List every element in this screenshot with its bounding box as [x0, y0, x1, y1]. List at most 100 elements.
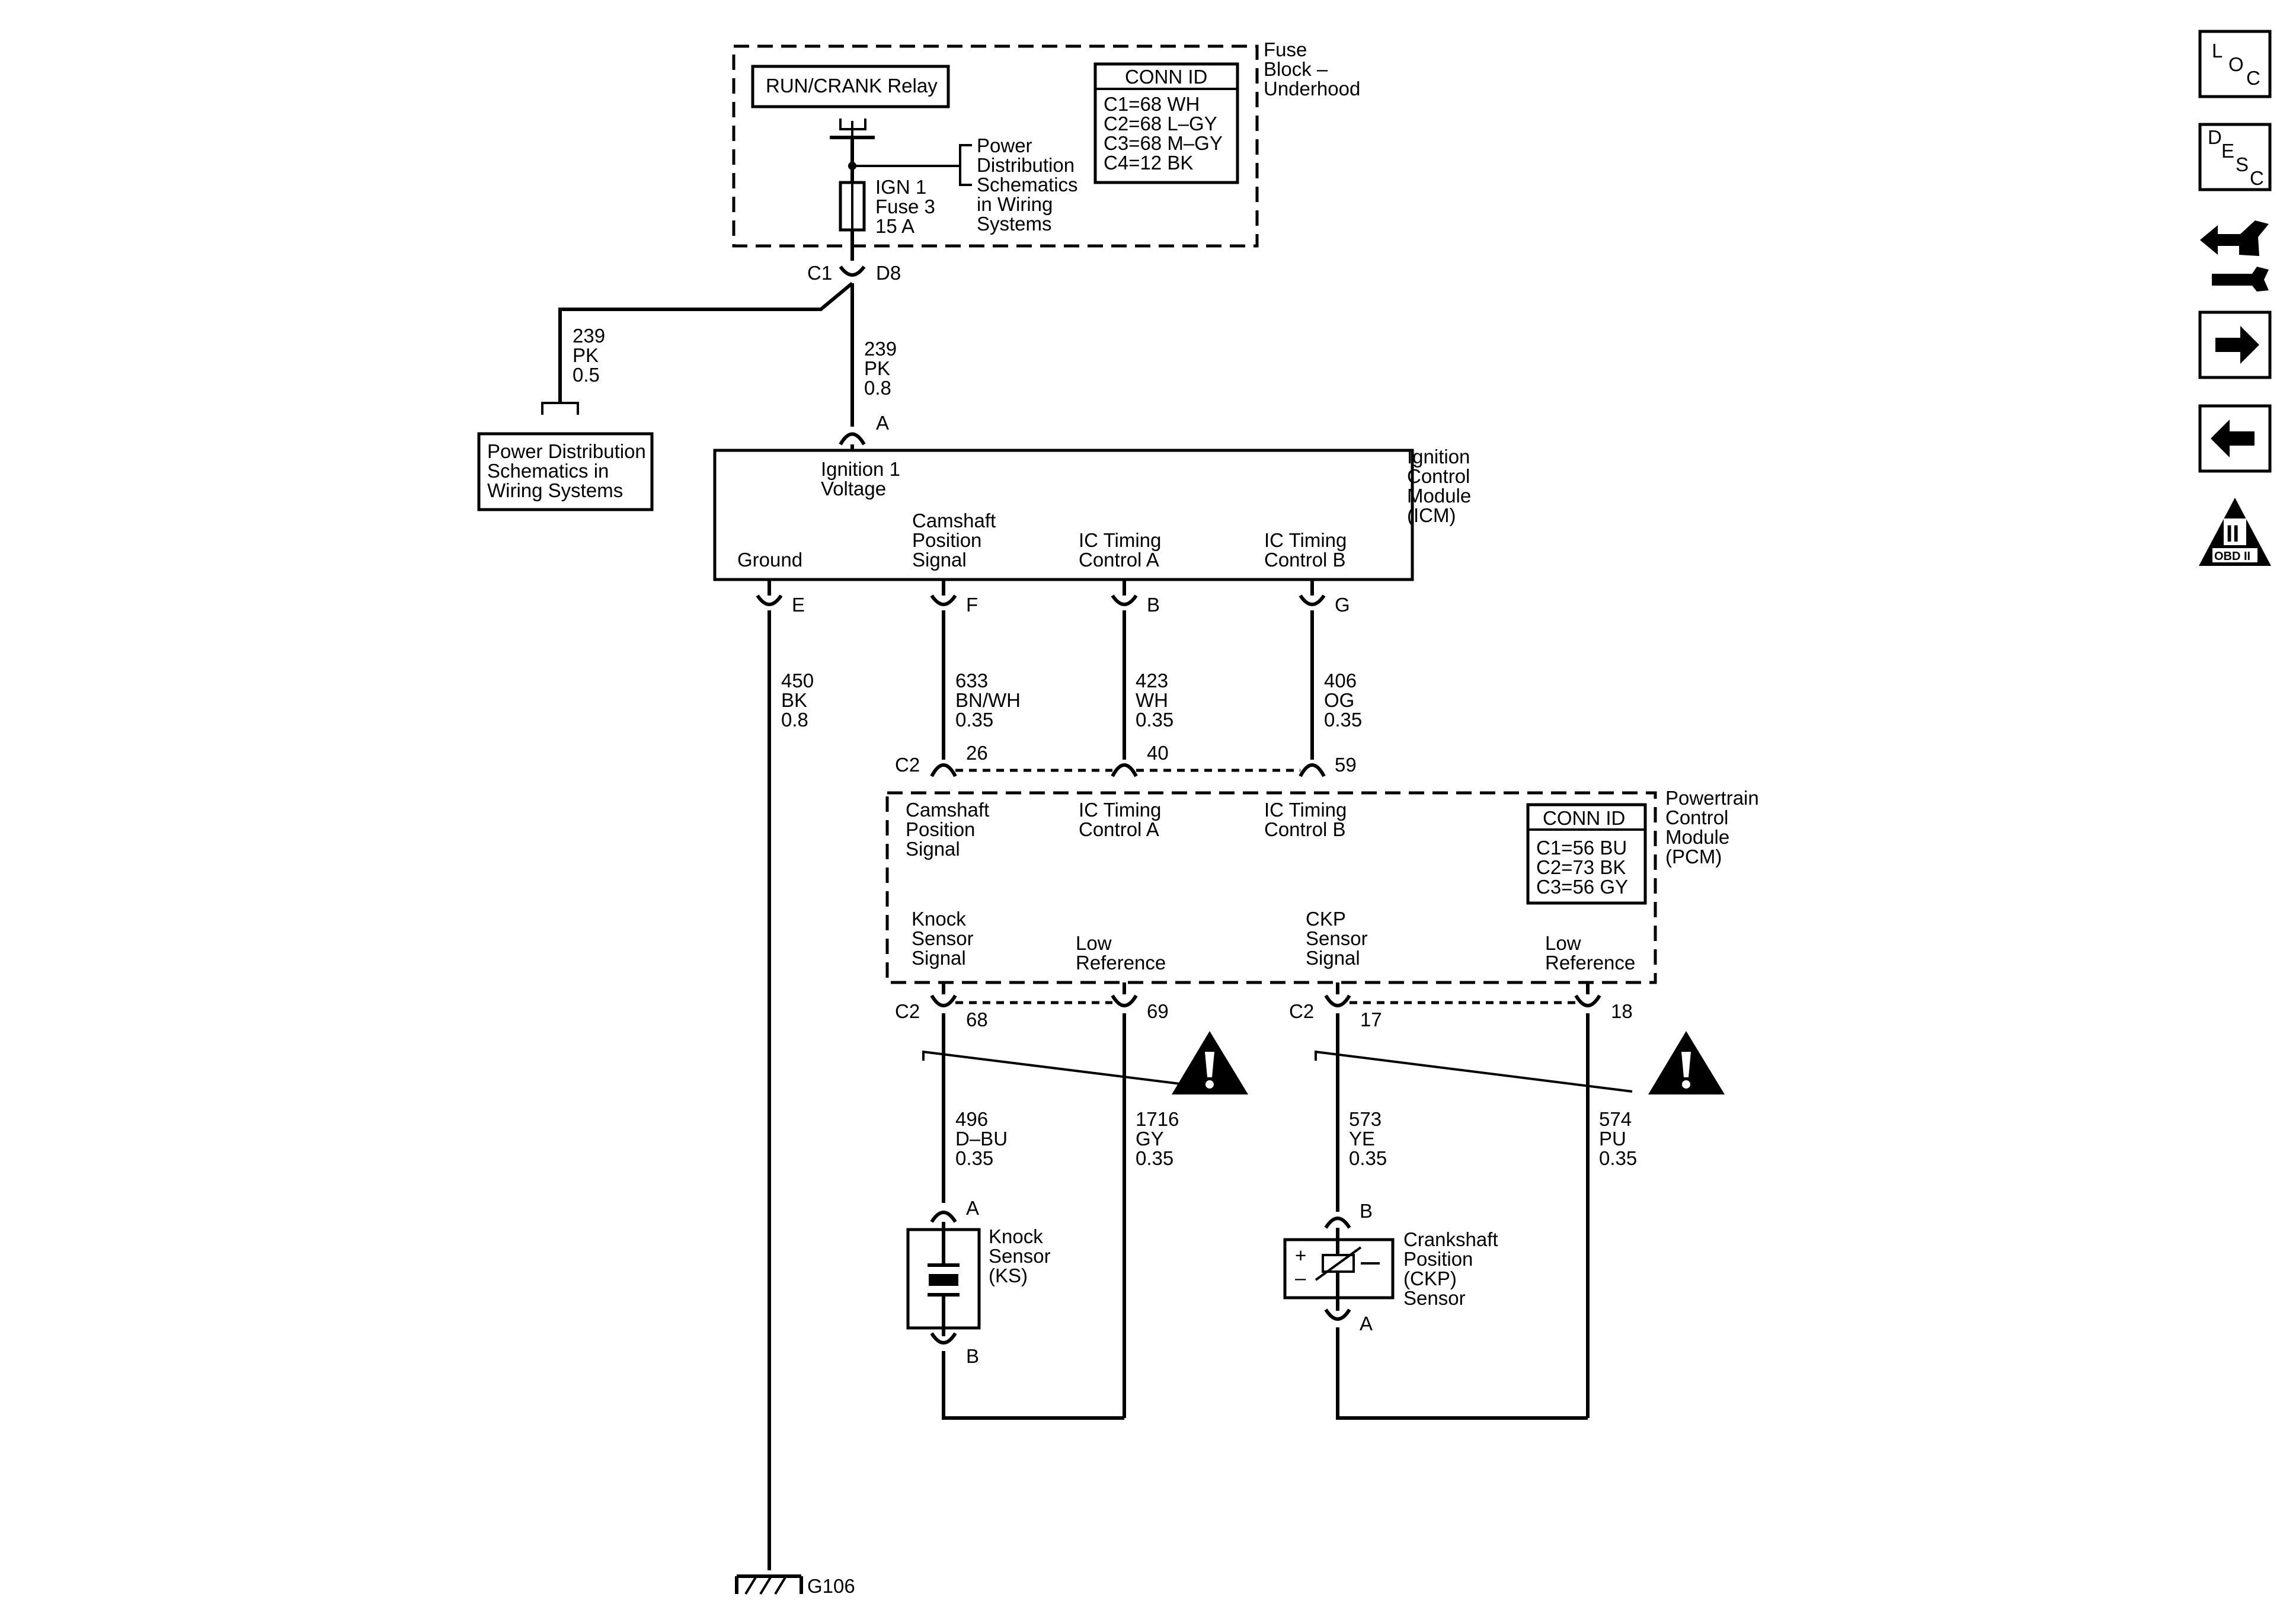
wire-406-1: 406 [1324, 670, 1357, 692]
obd-ii-icon[interactable]: II OBD II [2199, 498, 2271, 566]
pd-ref-4: in Wiring [977, 193, 1053, 215]
wire-573-1: 573 [1349, 1108, 1382, 1130]
icm-pin-a: A [876, 412, 889, 434]
fuse-conn-id-table [1093, 62, 1239, 184]
wire-450-3: 0.8 [781, 709, 808, 731]
icm-cam-label-2: Position [912, 529, 981, 551]
fuse-block-title-3: Underhood [1264, 78, 1360, 100]
fuse-block-title-1: Fuse [1264, 39, 1307, 60]
pcm-pin-59: 59 [1335, 754, 1357, 776]
wire-239-b-2: PK [864, 357, 890, 379]
warning-icon [1648, 1031, 1725, 1094]
wire-423-2: WH [1136, 689, 1168, 711]
wire-239-b-1: 239 [864, 338, 897, 360]
pcm-c2-top: C2 [895, 754, 920, 776]
relay-label: RUN/CRANK Relay [766, 75, 938, 97]
pcm-knock-3: Signal [912, 947, 966, 969]
wire-633-2: BN/WH [955, 689, 1021, 711]
pcm-pin-18: 18 [1611, 1000, 1633, 1022]
ks-label-1: Knock [989, 1225, 1043, 1247]
desc-e: E [2221, 140, 2234, 162]
pd-box-3: Wiring Systems [487, 479, 623, 501]
wire-633-1: 633 [955, 670, 988, 692]
knock-sensor-circuit: 496 D–BU 0.35 1716 GY 0.35 A B Knock Sen… [906, 1013, 1248, 1420]
pcm-low2-1: Low [1545, 932, 1581, 954]
run-crank-relay [751, 65, 950, 108]
icm-ica-label-2: Control A [1079, 549, 1159, 571]
wire-633-3: 0.35 [955, 709, 993, 731]
icm-ica-label-1: IC Timing [1079, 529, 1161, 551]
wire-574-2: PU [1599, 1128, 1626, 1150]
pcm-low1-1: Low [1076, 932, 1112, 954]
wire-496-2: D–BU [955, 1128, 1008, 1150]
pcm-conn-id-row: C2=73 BK [1536, 856, 1626, 878]
ckp-label-1: Crankshaft [1403, 1228, 1498, 1250]
desc-c: C [2250, 167, 2264, 189]
pd-box-1: Power Distribution [487, 440, 646, 462]
icm-pin-e: E [792, 594, 805, 616]
pd-ref-2: Distribution [977, 154, 1075, 176]
fuse-conn-id-row: C2=68 L–GY [1104, 113, 1217, 135]
powertrain-control-module: Powertrain Control Module (PCM) Camshaft… [885, 787, 1759, 984]
obd-ii-label: OBD II [2214, 550, 2250, 563]
fuse-block-title-2: Block – [1264, 58, 1328, 80]
pd-ref-1: Power [977, 135, 1032, 156]
ckp-pin-b: B [1360, 1200, 1373, 1222]
ckp-plus: + [1295, 1244, 1306, 1266]
wire-574-3: 0.35 [1599, 1147, 1637, 1169]
desc-s: S [2236, 153, 2249, 175]
fuse-conn-id-row: C1=68 WH [1104, 93, 1200, 115]
icm-ign-label-1: Ignition 1 [821, 458, 900, 480]
desc-d: D [2208, 126, 2222, 148]
pcm-pin-69: 69 [1147, 1000, 1169, 1022]
pcm-bottom-connectors: C2 C2 68 69 17 18 [895, 982, 1633, 1030]
icm-ground-label: Ground [737, 549, 802, 571]
fuse-conn-id-row: C3=68 M–GY [1104, 132, 1223, 154]
icm-cam-label-3: Signal [912, 549, 967, 571]
connector-wrench-icon[interactable] [2200, 220, 2269, 292]
pcm-icb-1: IC Timing [1264, 799, 1347, 821]
icm-pin-f: F [966, 594, 978, 616]
previous-arrow-icon[interactable] [2198, 404, 2272, 473]
pcm-title-3: Module [1665, 826, 1729, 848]
pcm-c2-bottom-a: C2 [895, 1000, 920, 1022]
wire-573-3: 0.35 [1349, 1147, 1387, 1169]
pd-box-2: Schematics in [487, 460, 609, 482]
fuse-conn-id-header: CONN ID [1125, 66, 1207, 88]
pcm-pin-17: 17 [1360, 1009, 1382, 1030]
icm-icb-label-1: IC Timing [1264, 529, 1347, 551]
pcm-title-2: Control [1665, 806, 1728, 828]
ignition-control-module: Ignition Control Module (ICM) Ignition 1… [713, 446, 1471, 581]
icm-ign-label-2: Voltage [821, 478, 886, 500]
pcm-pin-68: 68 [966, 1009, 988, 1030]
pcm-conn-id-row: C1=56 BU [1536, 837, 1627, 859]
wire-239-a-2: PK [573, 344, 599, 366]
ks-label-2: Sensor [989, 1245, 1051, 1267]
loc-l: L [2212, 40, 2223, 62]
ckp-pin-a: A [1360, 1313, 1373, 1334]
wire-450-1: 450 [781, 670, 814, 692]
ckp-label-4: Sensor [1403, 1287, 1466, 1309]
pcm-ckp-3: Signal [1306, 947, 1360, 969]
pcm-knock-2: Sensor [912, 927, 974, 949]
fuse-label-2: Fuse 3 [875, 196, 935, 217]
fuse-block-underhood: Fuse Block – Underhood RUN/CRANK Relay P… [732, 39, 1360, 261]
pd-ref-5: Systems [977, 213, 1052, 235]
pcm-c2-bottom-b: C2 [1289, 1000, 1314, 1022]
next-arrow-icon[interactable] [2198, 311, 2272, 379]
pin-label: D8 [876, 262, 901, 284]
loc-icon[interactable]: L O C [2198, 30, 2272, 98]
pcm-conn-id-header: CONN ID [1543, 807, 1625, 829]
loc-c: C [2246, 67, 2260, 89]
fuse-conn-id-row: C4=12 BK [1104, 152, 1193, 174]
icm-pin-g: G [1335, 594, 1350, 616]
pcm-conn-id-row: C3=56 GY [1536, 876, 1628, 898]
ks-label-3: (KS) [989, 1265, 1028, 1286]
pcm-conn-id-table [1526, 803, 1647, 905]
pcm-top-connector-c2: C2 26 40 59 [895, 742, 1357, 777]
desc-icon[interactable]: D E S C [2198, 123, 2272, 191]
fuse-label-3: 15 A [875, 215, 914, 237]
pd-ref-3: Schematics [977, 174, 1078, 196]
icm-title-1: Ignition [1407, 446, 1470, 468]
